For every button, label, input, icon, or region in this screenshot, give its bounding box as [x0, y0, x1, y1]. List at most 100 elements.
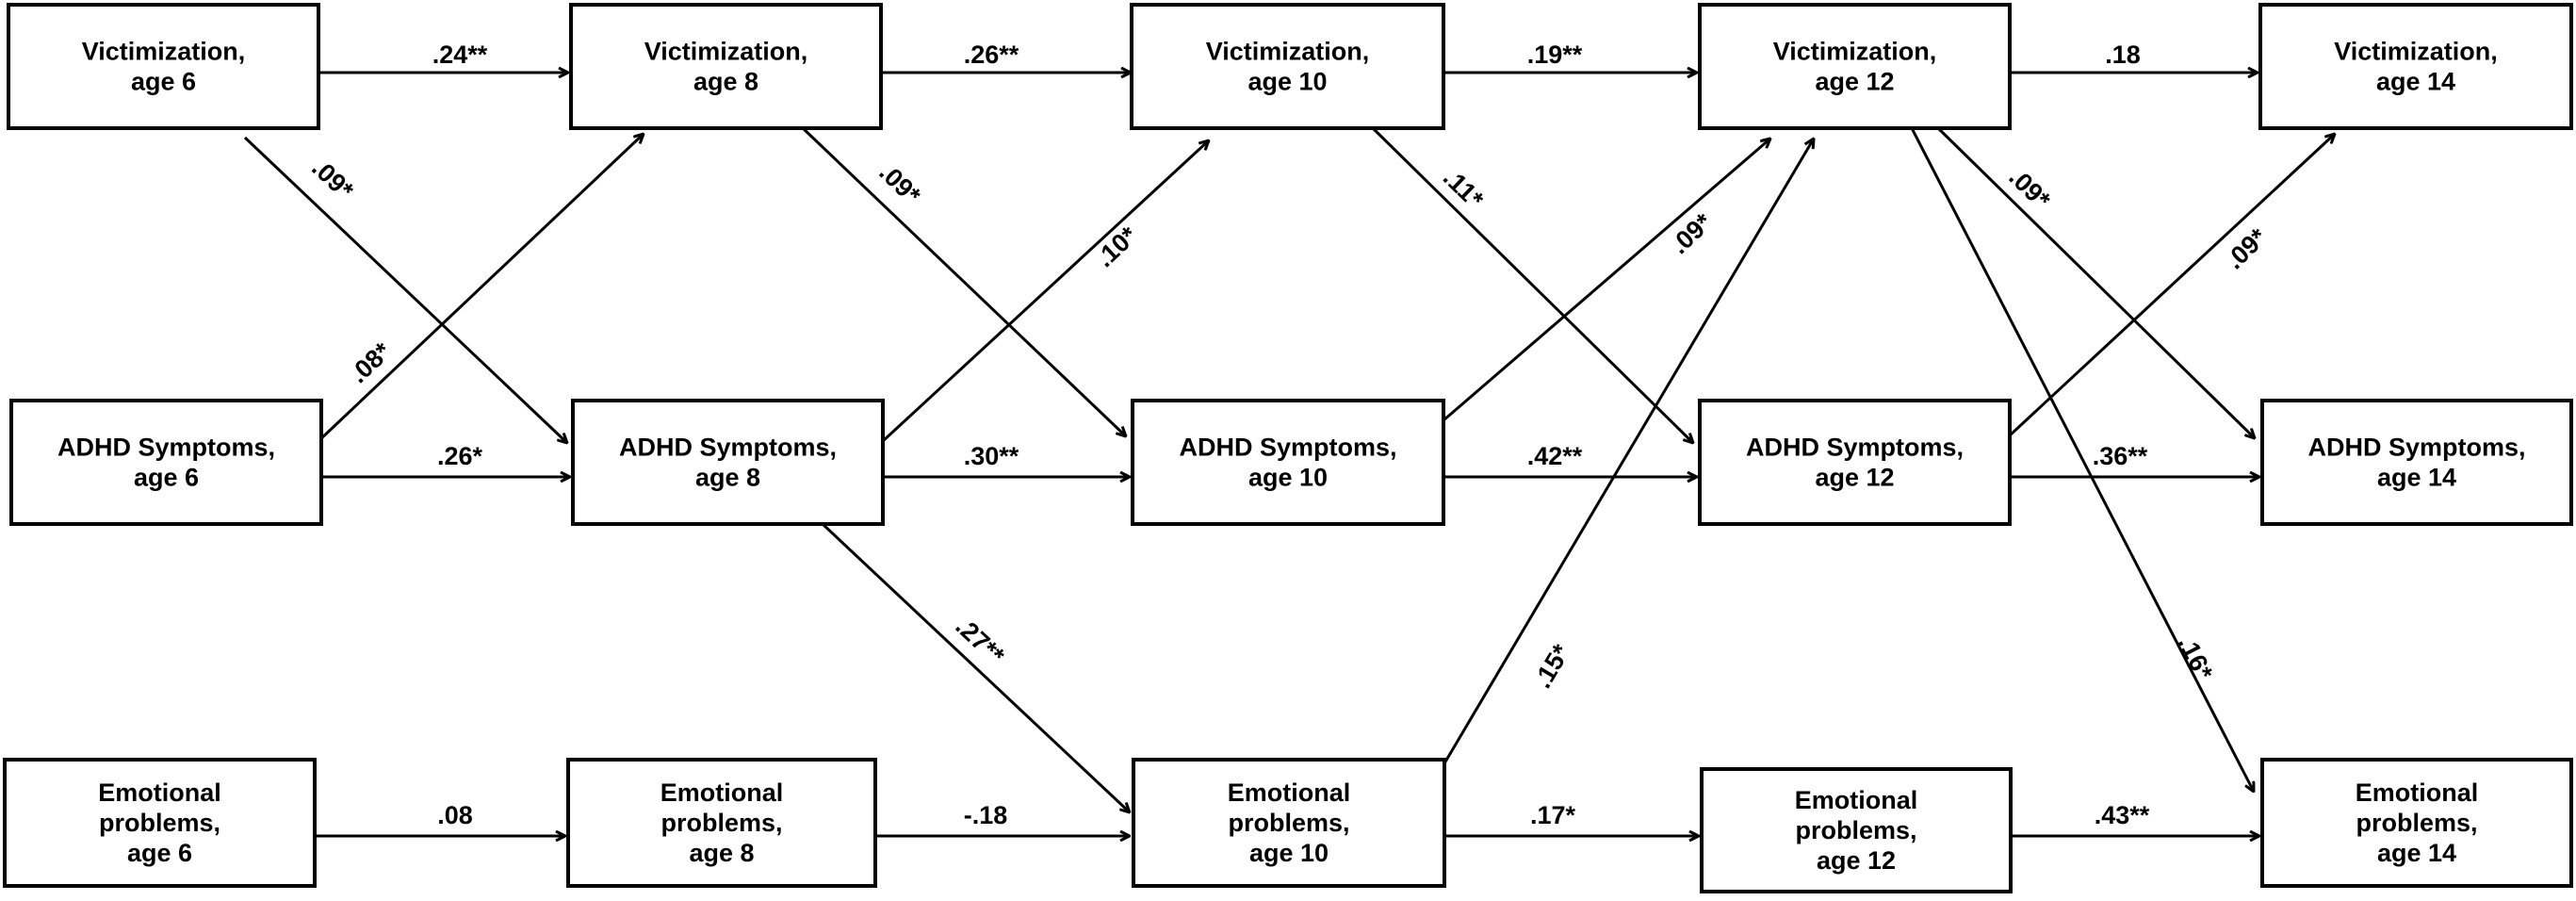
- node-label: problems,: [99, 809, 220, 837]
- node-box: [1700, 767, 2013, 893]
- node-box: [3, 758, 317, 888]
- edge-coefficient-label: .18: [2105, 41, 2141, 69]
- node-label: age 12: [1815, 68, 1894, 96]
- edge-coefficient-label: .15*: [1528, 639, 1576, 693]
- edge-adhd12-to-vict14: .09*: [2008, 134, 2335, 437]
- edge-vict8-to-adhd10: .09*: [801, 126, 1126, 436]
- edge-coefficient-label: .16*: [2173, 631, 2219, 685]
- node-label: ADHD Symptoms,: [57, 434, 275, 462]
- edge-vict10-to-vict12: .19**: [1443, 41, 1697, 73]
- edge-arrow: [881, 140, 1209, 443]
- node-label: problems,: [1795, 816, 1916, 844]
- node-label: ADHD Symptoms,: [1179, 434, 1396, 462]
- node-label: age 8: [693, 68, 758, 96]
- node-vict14: Victimization,age 14: [2258, 3, 2573, 130]
- node-box: [1698, 399, 2012, 526]
- node-label: ADHD Symptoms,: [619, 434, 837, 462]
- edge-adhd12-to-adhd14: .36**: [2010, 442, 2259, 477]
- node-label: problems,: [660, 809, 782, 837]
- edge-coefficient-label: .27**: [950, 612, 1010, 670]
- node-vict12: Victimization,age 12: [1698, 3, 2012, 130]
- edges-layer: .24** .26** .19** .18 .26* .30** .42** .36** .08…: [243, 41, 2335, 836]
- edge-arrow: [243, 136, 567, 443]
- node-label: Emotional: [1795, 786, 1918, 814]
- edge-arrow: [1443, 139, 1814, 764]
- node-label: ADHD Symptoms,: [1746, 434, 1964, 462]
- edge-adhd6-to-vict8: .08*: [317, 134, 644, 443]
- edge-coefficient-label: .09*: [2003, 163, 2056, 215]
- node-vict8: Victimization,age 8: [569, 3, 883, 130]
- edge-adhd8-to-vict10: .10*: [881, 140, 1209, 443]
- node-adhd10: ADHD Symptoms,age 10: [1131, 399, 1445, 526]
- edge-arrow: [2008, 134, 2335, 437]
- node-box: [2258, 3, 2573, 130]
- edge-vict6-to-vict8: .24**: [318, 41, 568, 73]
- edge-coefficient-label: .26*: [437, 442, 483, 470]
- edge-coefficient-label: .24**: [432, 41, 488, 69]
- node-label: age 14: [2377, 464, 2456, 492]
- node-vict6: Victimization,age 6: [7, 3, 320, 130]
- node-box: [7, 3, 320, 130]
- node-adhd14: ADHD Symptoms,age 14: [2260, 399, 2573, 526]
- node-label: problems,: [1228, 809, 1349, 837]
- edge-coefficient-label: .08*: [344, 336, 397, 388]
- edge-vict6-to-adhd8: .09*: [243, 136, 567, 443]
- edge-coefficient-label: .10*: [1090, 221, 1143, 272]
- node-box: [1698, 3, 2012, 130]
- node-label: age 10: [1248, 464, 1328, 492]
- edge-coefficient-label: .11*: [1438, 163, 1490, 214]
- node-box: [571, 399, 885, 526]
- edge-coefficient-label: .09*: [1665, 207, 1718, 259]
- edge-vict12-to-adhd14: .09*: [1936, 126, 2255, 438]
- node-label: age 8: [689, 839, 754, 867]
- node-label: age 14: [2377, 839, 2456, 867]
- edge-coefficient-label: .19**: [1527, 41, 1583, 69]
- node-label: age 14: [2376, 68, 2455, 96]
- node-label: Emotional: [1228, 778, 1351, 807]
- edge-adhd8-to-adhd10: .30**: [883, 442, 1130, 477]
- edge-arrow: [801, 126, 1126, 436]
- edge-coefficient-label: .30**: [964, 442, 1019, 470]
- node-adhd8: ADHD Symptoms,age 8: [571, 399, 885, 526]
- edge-emo8-to-emo10: -.18: [875, 801, 1130, 836]
- node-vict10: Victimization,age 10: [1130, 3, 1445, 130]
- edge-coefficient-label: .09*: [306, 154, 359, 205]
- node-box: [1131, 399, 1445, 526]
- edge-adhd6-to-adhd8: .26*: [321, 442, 570, 477]
- node-box: [1130, 3, 1445, 130]
- node-label: Emotional: [2356, 778, 2479, 807]
- node-label: age 6: [127, 839, 192, 867]
- edge-coefficient-label: .17*: [1530, 801, 1576, 829]
- node-box: [1132, 758, 1446, 888]
- edge-arrow: [317, 134, 644, 443]
- edge-arrow: [1443, 139, 1770, 422]
- node-label: problems,: [2356, 809, 2477, 837]
- edge-coefficient-label: .09*: [2220, 222, 2273, 274]
- node-label: Victimization,: [644, 38, 808, 66]
- edge-coefficient-label: .42**: [1527, 442, 1583, 470]
- node-box: [566, 758, 877, 888]
- node-adhd12: ADHD Symptoms,age 12: [1698, 399, 2012, 526]
- node-adhd6: ADHD Symptoms,age 6: [9, 399, 323, 526]
- node-box: [2260, 399, 2573, 526]
- edge-coefficient-label: -.18: [964, 801, 1008, 829]
- edge-arrow: [1371, 126, 1693, 443]
- node-box: [9, 399, 323, 526]
- node-label: age 12: [1817, 846, 1896, 875]
- edge-emo12-to-emo14: .43**: [2011, 801, 2259, 836]
- edge-adhd10-to-vict12: .09*: [1443, 139, 1770, 422]
- edge-arrow: [1910, 127, 2254, 792]
- node-label: Emotional: [660, 778, 784, 807]
- edge-emo10-to-emo12: .17*: [1444, 801, 1699, 836]
- edge-vict8-to-vict10: .26**: [881, 41, 1131, 73]
- edge-arrow: [1936, 126, 2255, 438]
- node-label: age 10: [1249, 839, 1329, 867]
- edge-arrow: [821, 522, 1130, 812]
- node-label: Victimization,: [1206, 38, 1370, 66]
- node-label: Victimization,: [2334, 38, 2498, 66]
